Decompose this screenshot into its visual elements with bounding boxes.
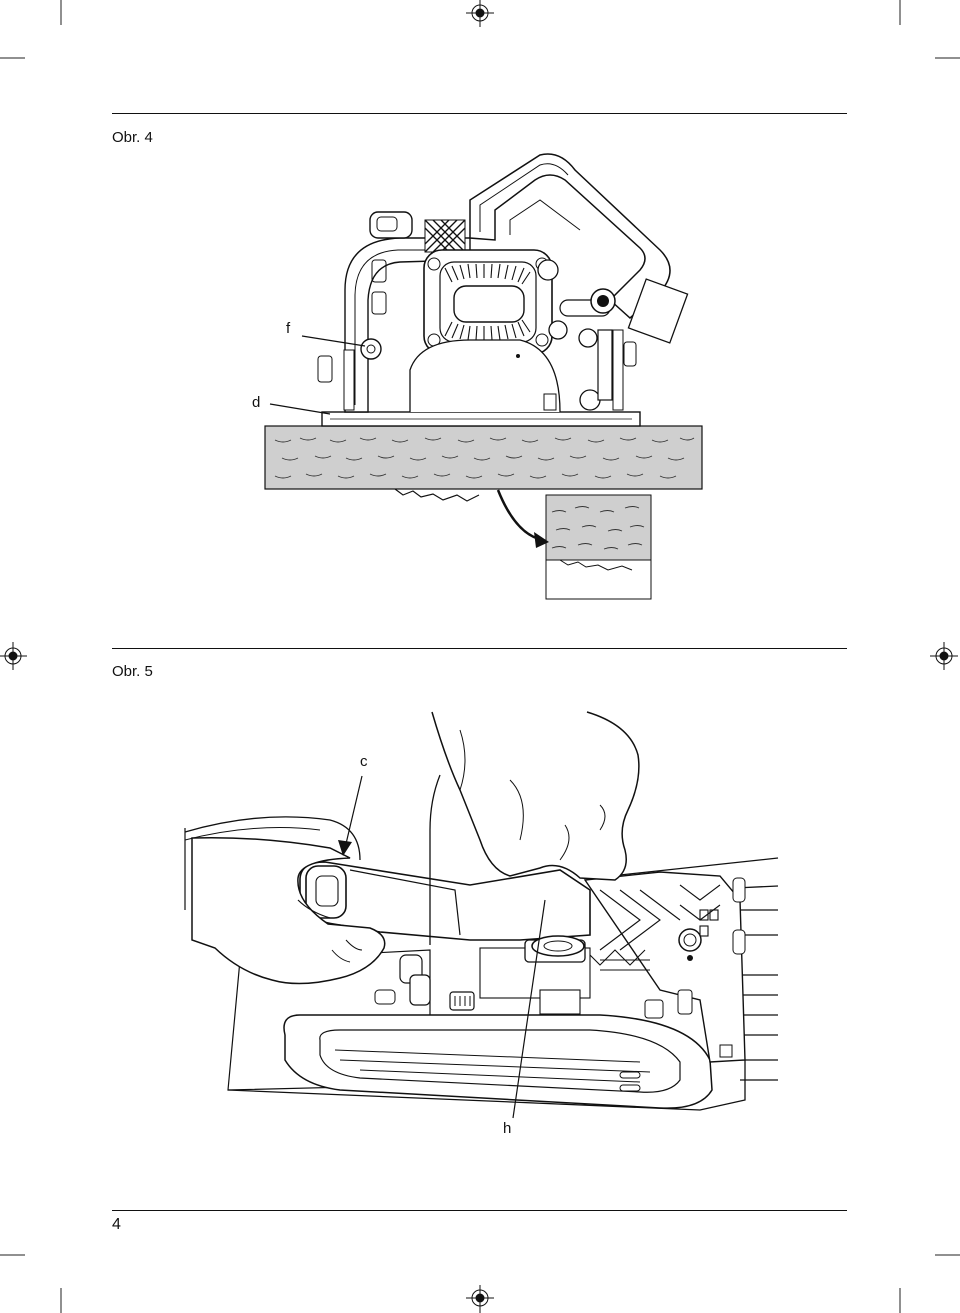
- figure-4-title: Obr. 4: [112, 129, 153, 146]
- right-hand: [431, 711, 640, 881]
- footer-rule: [112, 1210, 847, 1211]
- figure-4-top-rule: [112, 113, 847, 114]
- page-number: 4: [112, 1216, 121, 1233]
- workpiece-board: [264, 425, 703, 490]
- registration-mark-left: [0, 642, 27, 670]
- bevel-knob: [360, 338, 382, 360]
- left-hand: [191, 836, 386, 985]
- callout-f: f: [286, 320, 291, 337]
- figure-5-top-rule: [112, 648, 847, 649]
- registration-mark-bottom: [466, 1285, 494, 1313]
- saw-shoe: [283, 1014, 713, 1109]
- callout-h: h: [503, 1120, 512, 1137]
- registration-mark-right: [930, 642, 958, 670]
- figure-5-title: Obr. 5: [112, 663, 153, 680]
- wood-grain: [274, 437, 695, 479]
- guide-rail: [619, 857, 779, 1081]
- registration-mark-top: [466, 0, 494, 27]
- callout-d: d: [252, 394, 261, 411]
- callout-c: c: [360, 753, 368, 770]
